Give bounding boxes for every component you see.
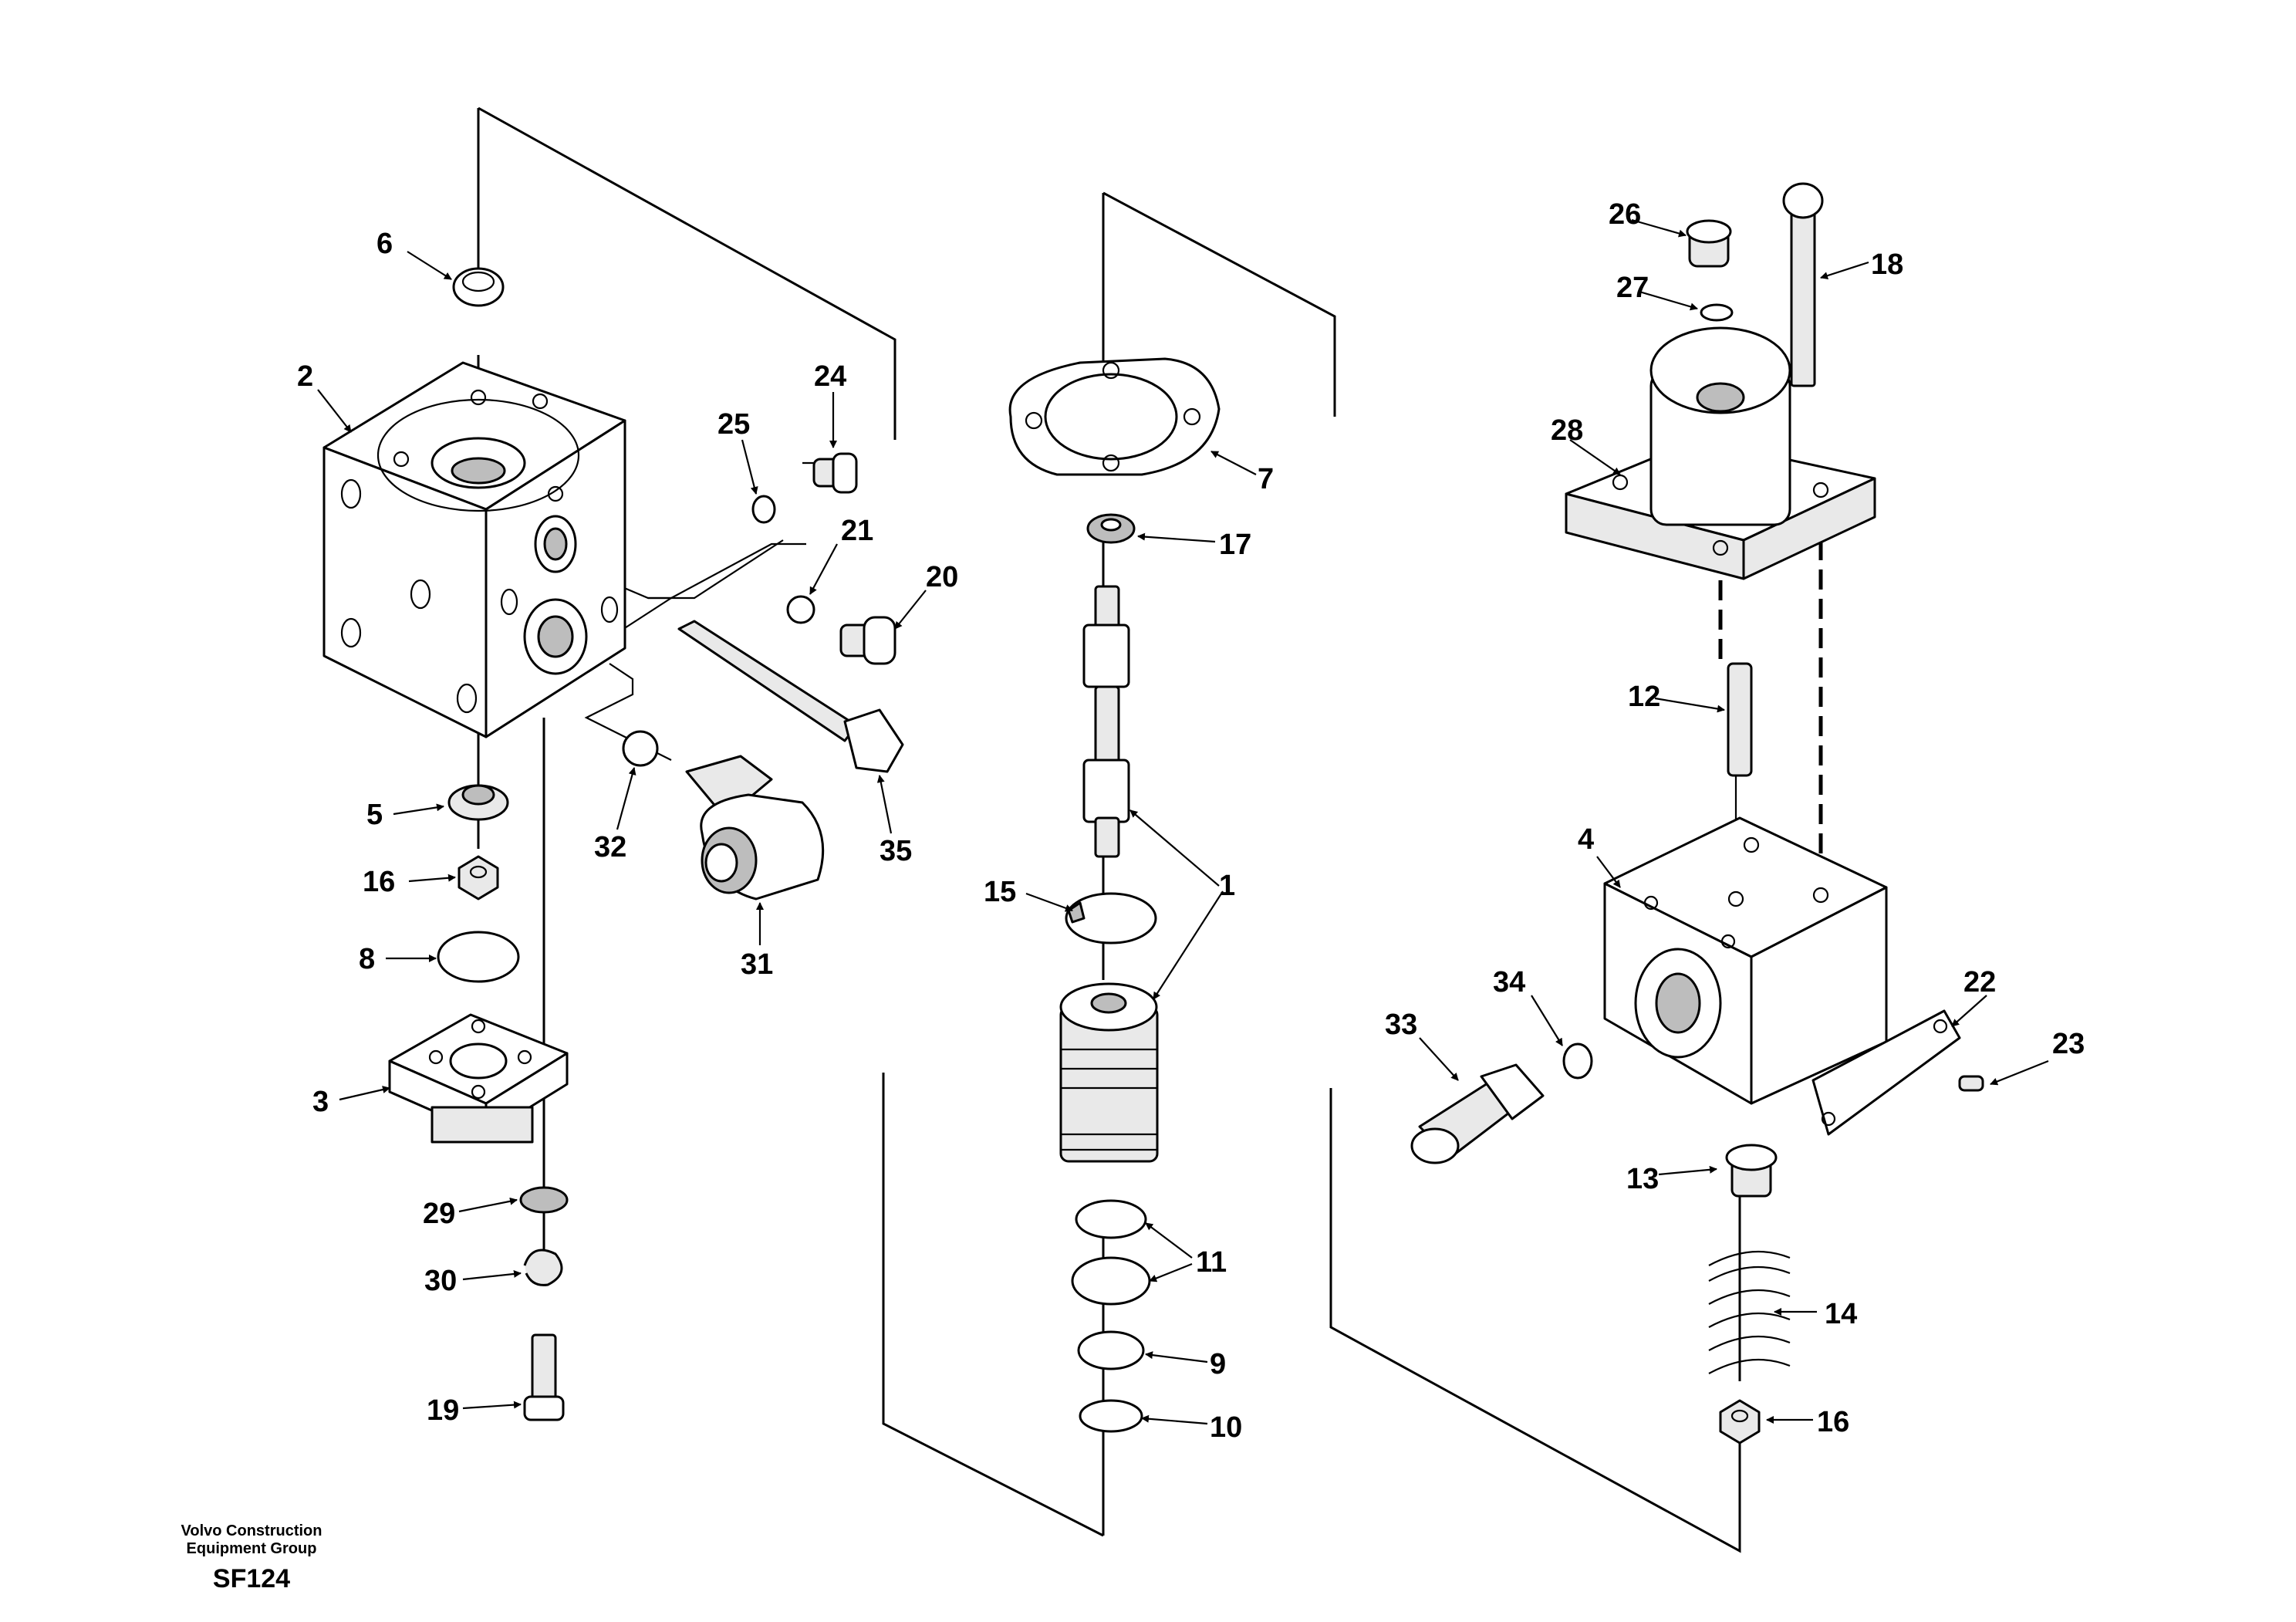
callout-10: 10 — [1210, 1411, 1242, 1444]
part-2-valve-block — [322, 361, 626, 738]
part-9-o-ring — [1077, 1330, 1145, 1370]
part-13-spring-seat — [1725, 1144, 1778, 1198]
callout-14: 14 — [1825, 1298, 1857, 1330]
callout-26: 26 — [1609, 198, 1641, 231]
callout-9: 9 — [1210, 1348, 1226, 1380]
part-10-o-ring — [1079, 1399, 1143, 1433]
part-7-gasket — [1008, 357, 1221, 476]
part-5-bushing — [447, 784, 509, 821]
drawing-code: SF124 — [213, 1564, 290, 1593]
part-14-spring — [1708, 1250, 1791, 1374]
callout-31: 31 — [741, 948, 773, 981]
part-1-spool — [1082, 585, 1130, 858]
callout-34: 34 — [1493, 966, 1525, 999]
callout-20: 20 — [926, 561, 958, 593]
part-3-flange — [388, 1013, 569, 1144]
callout-4: 4 — [1578, 823, 1594, 856]
callout-labels: 6 2 25 24 21 20 35 32 31 5 16 8 3 29 30 … — [297, 198, 2085, 1444]
part-28-cap — [1565, 326, 1876, 580]
part-26-plug — [1686, 219, 1732, 268]
callout-2: 2 — [297, 360, 313, 393]
callout-1: 1 — [1219, 870, 1235, 902]
part-19-screw — [523, 1333, 565, 1421]
part-33-fitting — [1410, 1063, 1545, 1164]
part-31-elbow-fitting — [685, 755, 825, 901]
callout-23: 23 — [2052, 1028, 2085, 1060]
callout-22: 22 — [1963, 966, 1996, 999]
part-35-bolt — [677, 620, 904, 773]
callout-15: 15 — [984, 876, 1016, 908]
callout-28: 28 — [1551, 414, 1583, 447]
part-22-plate — [1811, 1009, 1961, 1136]
callout-24: 24 — [814, 360, 846, 393]
part-30-lock-washer — [523, 1249, 563, 1286]
part-6-seal — [452, 267, 505, 307]
part-25-o-ring — [751, 495, 776, 524]
part-16-nut-right — [1719, 1399, 1761, 1445]
part-24-plug — [812, 452, 858, 494]
callout-35: 35 — [880, 835, 912, 867]
part-27-o-ring — [1700, 303, 1734, 322]
part-17-washer — [1086, 513, 1136, 544]
callout-29: 29 — [423, 1198, 455, 1230]
callout-25: 25 — [718, 408, 750, 441]
callout-11: 11 — [1196, 1246, 1227, 1279]
callout-18: 18 — [1871, 248, 1903, 281]
assembly-lines — [477, 106, 1823, 1553]
part-20-plug — [839, 616, 896, 665]
part-11-o-ring-a — [1075, 1199, 1147, 1239]
part-32-o-ring — [622, 730, 659, 767]
part-18-bolt — [1782, 182, 1824, 387]
callout-8: 8 — [359, 943, 375, 975]
callout-16-left: 16 — [363, 866, 395, 898]
part-8-o-ring — [437, 931, 520, 983]
callout-21: 21 — [841, 515, 873, 547]
part-4-valve-block — [1603, 816, 1888, 1105]
leader-lines — [317, 218, 2049, 1425]
callout-12: 12 — [1628, 681, 1660, 713]
part-15-snap-ring — [1065, 892, 1157, 944]
callout-7: 7 — [1258, 463, 1274, 495]
part-21-o-ring — [786, 595, 815, 624]
part-11-o-ring-b — [1071, 1256, 1151, 1306]
callout-13: 13 — [1626, 1163, 1659, 1195]
callout-3: 3 — [312, 1086, 329, 1118]
callout-32: 32 — [594, 831, 626, 863]
callout-5: 5 — [366, 799, 383, 831]
callout-17: 17 — [1219, 529, 1251, 561]
company-line-2: Equipment Group — [187, 1540, 317, 1557]
footer-block: Volvo Construction Equipment Group SF124 — [181, 1522, 322, 1593]
callout-27: 27 — [1616, 272, 1649, 304]
company-line-1: Volvo Construction — [181, 1522, 322, 1539]
callout-33: 33 — [1385, 1009, 1417, 1041]
callout-30: 30 — [424, 1265, 457, 1297]
part-29-washer — [519, 1186, 569, 1214]
part-34-o-ring — [1562, 1042, 1593, 1080]
callout-16-right: 16 — [1817, 1406, 1849, 1438]
callout-19: 19 — [427, 1394, 459, 1427]
part-16-nut-left — [458, 855, 499, 901]
part-12-spring — [1727, 662, 1753, 777]
callout-6: 6 — [376, 228, 393, 260]
part-23-screw — [1958, 1075, 1984, 1092]
part-1-sleeve — [1059, 982, 1159, 1163]
